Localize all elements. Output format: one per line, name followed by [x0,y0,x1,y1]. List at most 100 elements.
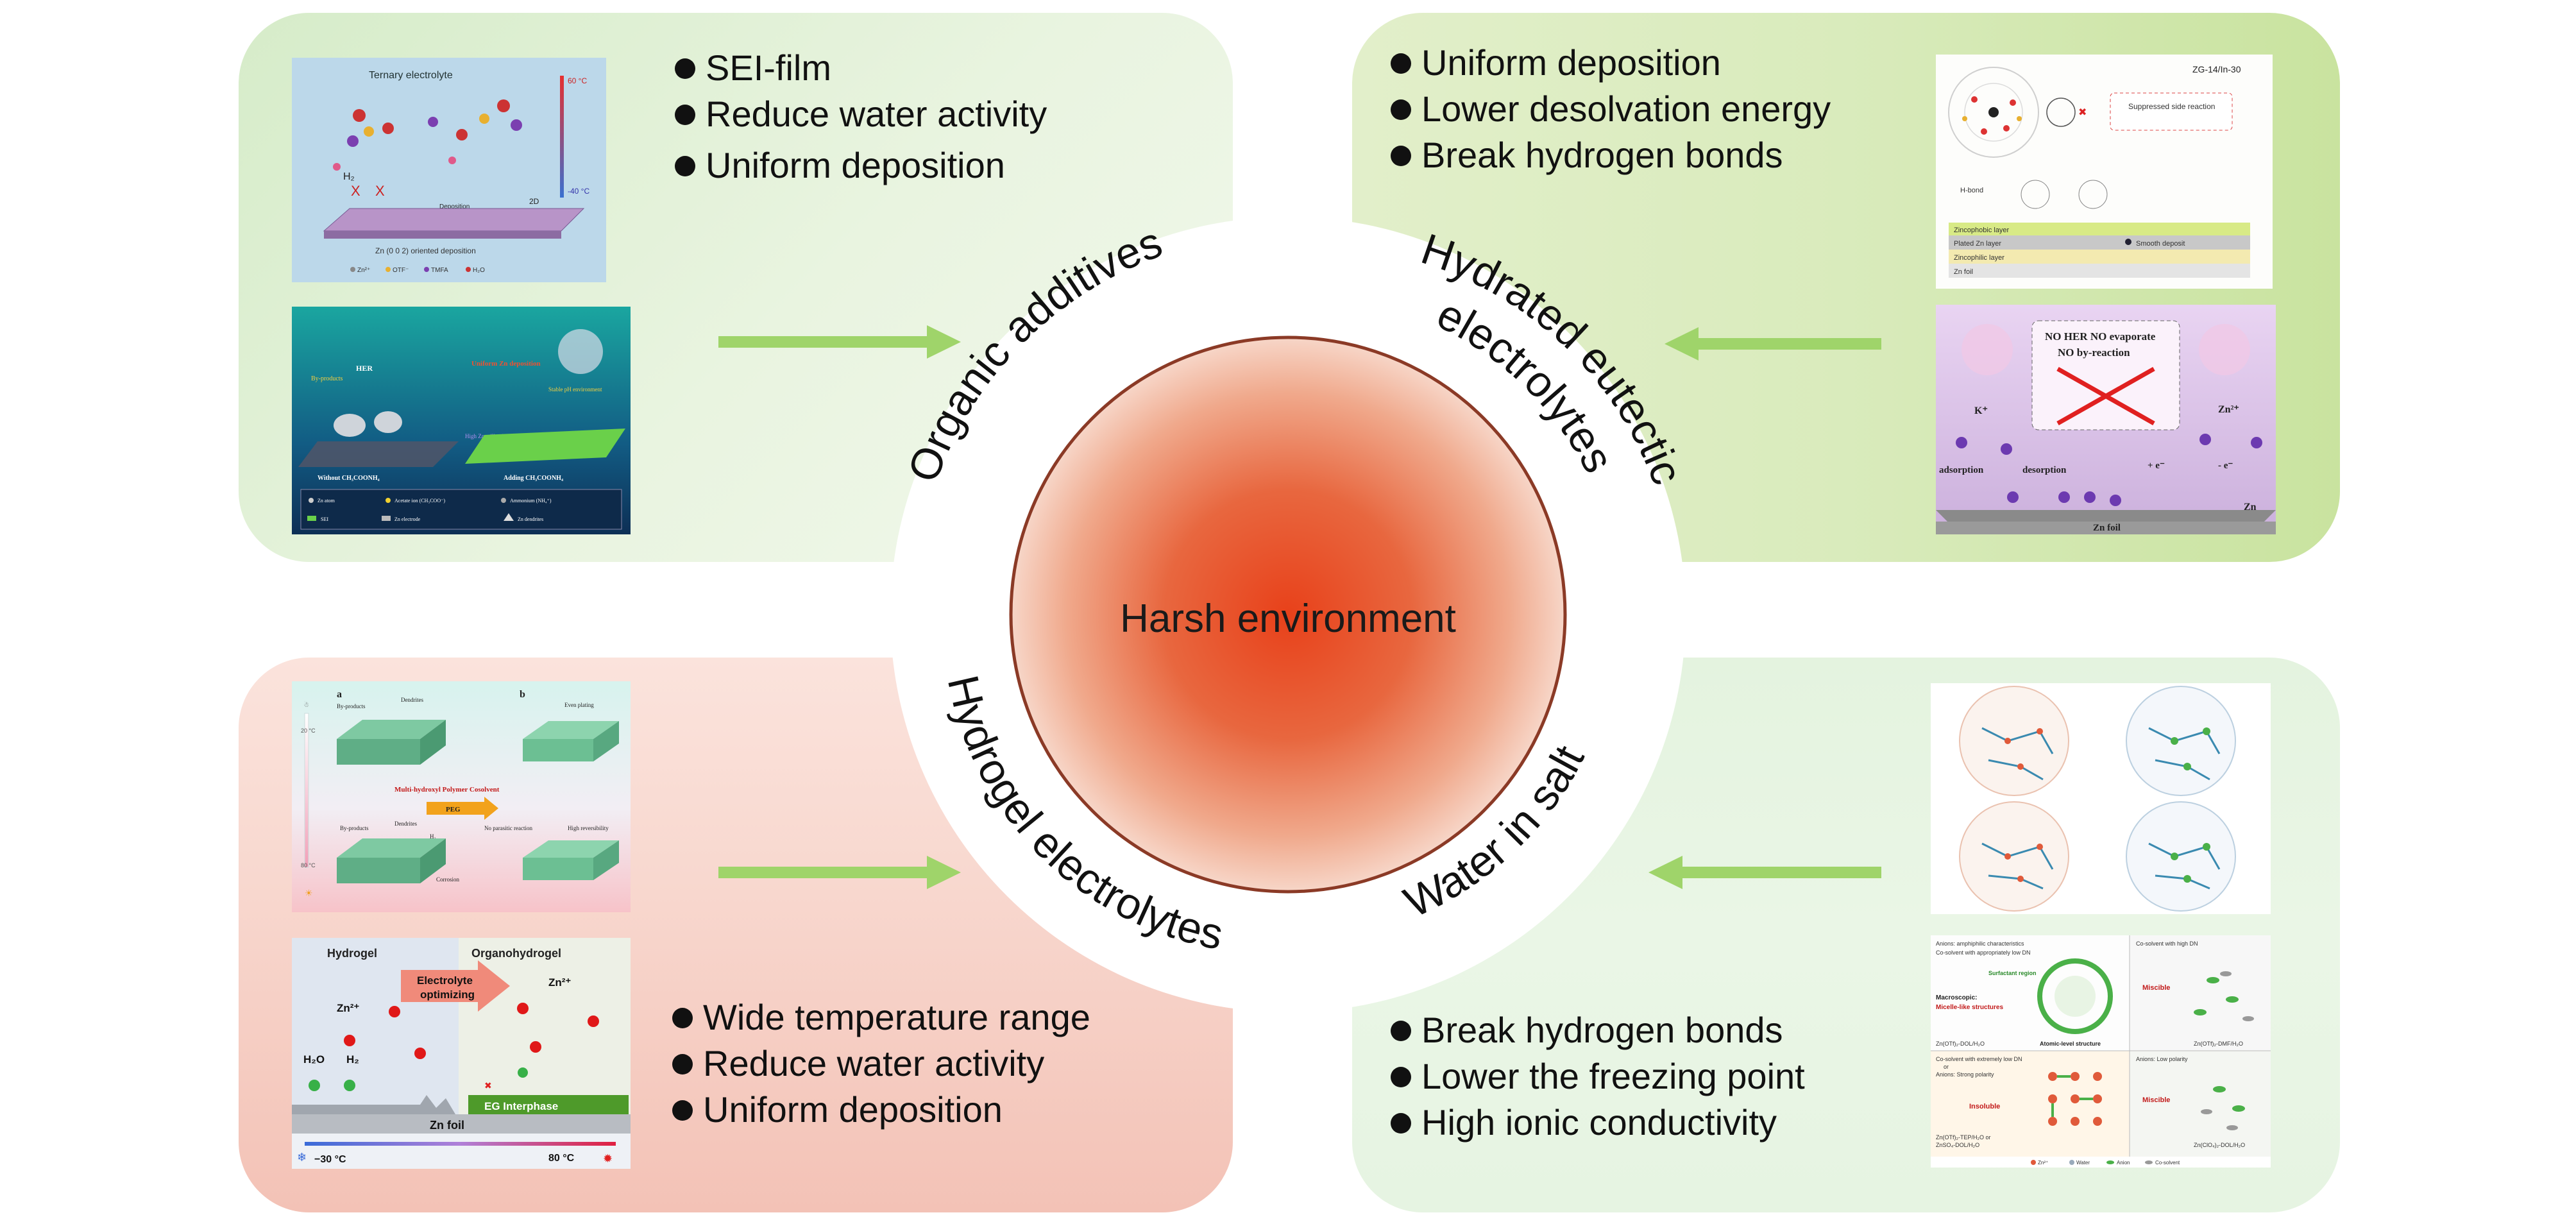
svg-text:adsorption: adsorption [1939,465,1984,475]
svg-text:or: or [1944,1064,1949,1070]
svg-text:No parasitic reaction: No parasitic reaction [484,825,532,831]
svg-text:Water: Water [2076,1160,2090,1166]
svg-text:NO HER NO evaporate: NO HER NO evaporate [2045,330,2156,343]
svg-text:Organohydrogel: Organohydrogel [471,947,561,960]
svg-text:Zn²⁺: Zn²⁺ [2038,1160,2048,1166]
arrow-left-icon [1665,327,1881,361]
svg-text:Anions: Low polarity: Anions: Low polarity [2136,1056,2188,1062]
svg-text:PEG: PEG [446,806,461,813]
arrow-left-icon [1648,856,1881,889]
figure-acetate-additive: HER By-products Uniform Zn deposition St… [292,307,631,534]
svg-text:Zn²⁺: Zn²⁺ [548,976,571,989]
svg-text:Zn(OTf)₂-DOL/H₂O: Zn(OTf)₂-DOL/H₂O [1936,1041,1985,1047]
svg-text:Zn²⁺: Zn²⁺ [337,1002,359,1014]
svg-text:H₂O: H₂O [303,1053,325,1066]
svg-text:HER: HER [356,364,373,373]
bullet-item: Break hydrogen bonds [1391,1012,1805,1048]
svg-text:+ e⁻: + e⁻ [2148,461,2165,471]
bullet-item: Break hydrogen bonds [1391,137,1831,173]
svg-text:Co-solvent: Co-solvent [2155,1160,2180,1166]
svg-text:Without CH₃COONH₄: Without CH₃COONH₄ [318,475,380,482]
organic-bullets: SEI-film Reduce water activity Uniform d… [675,50,1047,194]
svg-text:Zn²⁺: Zn²⁺ [357,267,370,274]
center-label: Harsh environment [1120,597,1456,641]
wis-bullets: Break hydrogen bonds Lower the freezing … [1391,1012,1805,1151]
svg-text:H₂: H₂ [343,171,355,182]
svg-text:80 °C: 80 °C [548,1153,575,1164]
svg-text:✹: ✹ [603,1152,613,1165]
svg-text:Zn: Zn [2244,502,2257,513]
svg-text:Electrolyte: Electrolyte [417,974,473,987]
svg-text:Zn²⁺: Zn²⁺ [2218,404,2239,415]
figure-peg-cosolvent: ☃ 20 °C 80 °C ☀ a b By-products Dendrite… [292,681,631,912]
bullet-item: Lower the freezing point [1391,1058,1805,1094]
bullet-item: SEI-film [675,50,1047,86]
svg-text:Surfactant region: Surfactant region [1988,970,2037,976]
svg-text:H₂: H₂ [346,1053,359,1066]
hydrogel-bullets: Wide temperature range Reduce water acti… [672,999,1090,1138]
svg-text:Zn(OTf)₂-TEP/H₂O or: Zn(OTf)₂-TEP/H₂O or [1936,1134,1991,1141]
svg-text:X: X [351,183,360,199]
svg-text:SEI: SEI [321,516,328,522]
bullet-item: Uniform deposition [1391,45,1831,81]
svg-text:Zn dendrites: Zn dendrites [518,516,543,522]
svg-text:Anions: amphiphilic characteri: Anions: amphiphilic characteristics [1936,940,2024,947]
bullet-item: Uniform deposition [675,148,1047,183]
svg-text:b: b [520,689,525,700]
svg-text:Zn(ClO₄)₂-DOL/H₂O: Zn(ClO₄)₂-DOL/H₂O [2194,1142,2245,1148]
svg-text:60 °C: 60 °C [568,76,587,85]
center-sphere [1009,336,1567,894]
svg-text:Plated Zn layer: Plated Zn layer [1954,240,2001,248]
svg-text:Micelle-like structures: Micelle-like structures [1936,1004,2003,1011]
svg-text:NO by-reaction: NO by-reaction [2058,346,2130,359]
figure-no-her: NO HER NO evaporate NO by-reaction K⁺ Zn… [1936,305,2276,534]
svg-text:Zincophobic layer: Zincophobic layer [1954,226,2010,234]
figure-wis-structures [1931,683,2271,914]
bullet-item: Reduce water activity [675,96,1047,132]
svg-text:a: a [337,689,342,700]
figure-zg-in30: ZG-14/In-30 ✖ Suppressed side reaction H… [1936,55,2273,289]
svg-text:Zn atom: Zn atom [318,498,335,504]
svg-text:Acetate ion (CH₃COO⁻): Acetate ion (CH₃COO⁻) [394,498,445,504]
svg-text:OTF⁻: OTF⁻ [393,267,409,274]
svg-text:Deposition: Deposition [439,203,470,210]
svg-text:−30 °C: −30 °C [314,1154,346,1165]
svg-text:H₂O: H₂O [473,267,485,274]
svg-text:Anion: Anion [2117,1160,2130,1166]
svg-text:Uniform Zn deposition: Uniform Zn deposition [471,360,541,368]
svg-text:Co-solvent with appropriately: Co-solvent with appropriately low DN [1936,949,2031,956]
svg-text:✖: ✖ [484,1080,492,1091]
svg-text:20 °C: 20 °C [301,727,316,734]
svg-text:desorption: desorption [2022,465,2067,475]
svg-text:Hydrogel: Hydrogel [327,947,377,960]
svg-text:Adding CH₃COONH₄: Adding CH₃COONH₄ [504,475,563,482]
svg-text:TMFA: TMFA [431,267,448,274]
svg-text:Zn foil: Zn foil [2093,523,2121,533]
arrow-right-icon [718,325,961,359]
svg-text:H₂: H₂ [430,833,436,840]
svg-text:Co-solvent with extremely low: Co-solvent with extremely low DN [1936,1056,2022,1062]
svg-text:EG Interphase: EG Interphase [484,1100,558,1112]
svg-text:H-bond: H-bond [1960,187,1983,194]
svg-text:High reversibility: High reversibility [568,825,609,831]
svg-text:By-products: By-products [340,825,369,831]
svg-text:electrolytes: electrolytes [1430,289,1623,480]
svg-text:Zn (0 0 2) oriented deposition: Zn (0 0 2) oriented deposition [375,246,476,255]
svg-text:☃: ☃ [303,701,309,709]
svg-text:By-products: By-products [311,375,343,382]
svg-text:ZG-14/In-30: ZG-14/In-30 [2192,64,2241,74]
svg-text:Dendrites: Dendrites [401,697,423,703]
bullet-item: Lower desolvation energy [1391,91,1831,127]
svg-text:Zn foil: Zn foil [1954,268,1973,276]
svg-text:Suppressed side reaction: Suppressed side reaction [2128,102,2215,111]
arrow-right-icon [718,856,961,889]
svg-text:Smooth deposit: Smooth deposit [2136,240,2185,248]
svg-text:Insoluble: Insoluble [1969,1103,2000,1110]
svg-text:Corrosion: Corrosion [436,876,460,883]
svg-text:Stable pH environment: Stable pH environment [548,386,602,393]
bullet-item: Uniform deposition [672,1092,1090,1128]
svg-text:Dendrites: Dendrites [394,820,417,827]
svg-text:Even plating: Even plating [564,702,594,708]
